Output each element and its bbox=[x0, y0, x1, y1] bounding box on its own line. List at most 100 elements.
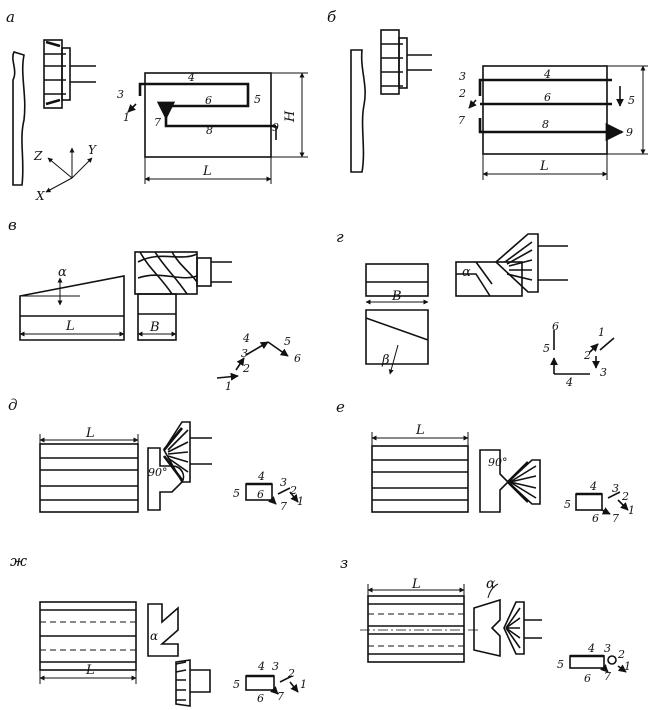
label-e-4: 4 bbox=[589, 480, 597, 493]
bar-e bbox=[371, 445, 469, 513]
cutter-z bbox=[503, 601, 542, 655]
label-zh-7: 7 bbox=[277, 690, 284, 703]
label-v-1: 1 bbox=[225, 380, 232, 393]
block-v bbox=[137, 293, 177, 341]
label-z-7: 7 bbox=[604, 670, 611, 683]
label-z-2: 2 bbox=[617, 648, 625, 661]
label-b-4: 4 bbox=[543, 68, 551, 81]
panel-letter-e: е bbox=[336, 398, 345, 416]
label-e-5: 5 bbox=[564, 498, 571, 511]
label-zh-2: 2 bbox=[287, 667, 295, 680]
label-b-5: 5 bbox=[628, 94, 635, 107]
label-zh-4: 4 bbox=[257, 660, 265, 673]
panel-letter-v: в bbox=[8, 216, 17, 234]
dim-g-beta: β bbox=[381, 353, 390, 368]
label-b-7: 7 bbox=[458, 114, 465, 127]
axes-a: Z Y X bbox=[33, 143, 97, 203]
label-d-5: 5 bbox=[233, 487, 240, 500]
workpiece-wavy-b bbox=[350, 49, 366, 173]
panel-g: г B β α 6 5 4 2 3 1 bbox=[336, 228, 615, 389]
dim-e-90: 90° bbox=[488, 456, 508, 469]
label-a-6: 6 bbox=[205, 94, 212, 107]
label-e-7: 7 bbox=[612, 512, 619, 525]
dim-g-alpha: α bbox=[462, 265, 471, 280]
label-a-3: 3 bbox=[117, 88, 124, 101]
label-z-5: 5 bbox=[557, 658, 564, 671]
dim-d-90: 90° bbox=[148, 466, 168, 479]
dim-g-B: B bbox=[391, 289, 402, 304]
toolpath-a bbox=[127, 82, 277, 140]
label-e-1: 1 bbox=[628, 504, 635, 517]
plate-a bbox=[144, 72, 272, 158]
label-d-7: 7 bbox=[280, 500, 287, 513]
dim-zh-L: L bbox=[85, 663, 95, 678]
dim-v-L: L bbox=[65, 319, 75, 334]
label-d-6: 6 bbox=[257, 488, 264, 501]
toolpath-zh bbox=[245, 674, 299, 695]
panel-e: е L 90° 4 3 2 1 5 6 7 bbox=[336, 398, 635, 525]
label-v-4: 4 bbox=[242, 332, 250, 345]
label-a-5: 5 bbox=[254, 93, 261, 106]
label-d-1: 1 bbox=[297, 495, 304, 508]
label-a-8: 8 bbox=[206, 124, 213, 137]
dim-d-L: L bbox=[85, 426, 95, 441]
cutter-e bbox=[506, 459, 541, 505]
dim-a bbox=[144, 72, 308, 184]
panel-v: в α L B 1 2 3 4 5 6 bbox=[8, 216, 301, 393]
label-z-3: 3 bbox=[604, 642, 611, 655]
label-b-9: 9 bbox=[626, 126, 633, 139]
axis-z: Z bbox=[33, 149, 43, 163]
label-zh-1: 1 bbox=[300, 678, 307, 691]
label-b-2: 2 bbox=[458, 87, 466, 100]
label-a-7: 7 bbox=[154, 116, 161, 129]
panel-letter-b: б bbox=[327, 8, 337, 26]
label-g-5: 5 bbox=[543, 342, 550, 355]
cutter-a bbox=[43, 39, 96, 109]
label-g-4: 4 bbox=[565, 376, 573, 389]
label-g-2: 2 bbox=[583, 349, 591, 362]
label-e-2: 2 bbox=[621, 490, 629, 503]
profile-e bbox=[479, 449, 510, 513]
toolpath-z bbox=[569, 654, 627, 673]
label-z-1: 1 bbox=[624, 660, 631, 673]
endmill-v bbox=[134, 251, 232, 295]
workpiece-wavy-a bbox=[12, 51, 26, 186]
toolpath-v bbox=[216, 341, 289, 381]
profile-zh bbox=[147, 603, 179, 657]
panel-d: д L 90° 4 3 2 1 5 6 7 bbox=[8, 396, 304, 513]
plate-b bbox=[482, 65, 608, 155]
dim-b bbox=[482, 65, 648, 180]
label-zh-6: 6 bbox=[257, 692, 264, 705]
panel-letter-d: д bbox=[8, 396, 18, 414]
panel-zh: ж L α 4 3 2 1 5 6 7 bbox=[10, 552, 307, 707]
panel-letter-zh: ж bbox=[10, 552, 27, 570]
block-g-top bbox=[365, 263, 429, 297]
panel-letter-a: а bbox=[6, 8, 15, 26]
label-b-3: 3 bbox=[459, 70, 466, 83]
label-z-6: 6 bbox=[584, 672, 591, 685]
label-g-3: 3 bbox=[600, 366, 607, 379]
panel-z: з L α 4 3 2 1 5 6 7 bbox=[340, 554, 631, 685]
panel-letter-z: з bbox=[340, 554, 348, 572]
label-a-1: 1 bbox=[123, 111, 130, 124]
axis-y: Y bbox=[88, 143, 97, 157]
panel-a: а Z Y X 4 3 1 5 6 7 8 9 L bbox=[6, 8, 308, 203]
bar-d bbox=[39, 443, 139, 513]
label-d-3: 3 bbox=[280, 476, 287, 489]
label-v-3: 3 bbox=[241, 347, 248, 360]
dim-a-H: H bbox=[283, 110, 298, 123]
label-v-5: 5 bbox=[284, 335, 291, 348]
toolpath-e bbox=[575, 491, 629, 515]
bar-z bbox=[367, 595, 465, 663]
dim-zh-alpha: α bbox=[150, 629, 158, 643]
toolpath-d bbox=[245, 482, 299, 505]
panel-b: б 4 3 2 5 6 7 8 9 L bbox=[327, 8, 648, 180]
label-z-4: 4 bbox=[587, 642, 595, 655]
dim-e-L: L bbox=[415, 423, 425, 438]
label-b-8: 8 bbox=[542, 118, 549, 131]
profile-z bbox=[473, 598, 501, 658]
label-a-4: 4 bbox=[187, 71, 195, 84]
axis-x: X bbox=[35, 189, 45, 203]
toolpath-g bbox=[550, 330, 615, 375]
